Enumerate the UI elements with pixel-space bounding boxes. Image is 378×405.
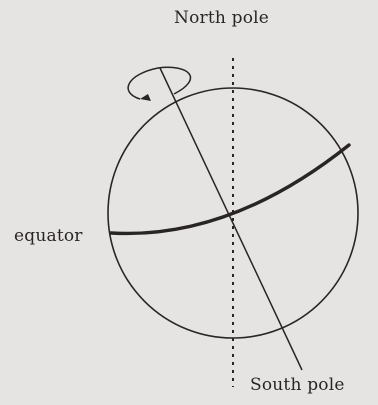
equator-label: equator [14, 226, 83, 246]
rotation-axis-line [159, 67, 303, 371]
rotation-arrow [127, 66, 192, 100]
north-pole-label: North pole [174, 8, 270, 28]
south-pole-label: South pole [250, 375, 345, 395]
equator-line [109, 143, 351, 236]
rotation-arrowhead-icon [140, 94, 151, 101]
